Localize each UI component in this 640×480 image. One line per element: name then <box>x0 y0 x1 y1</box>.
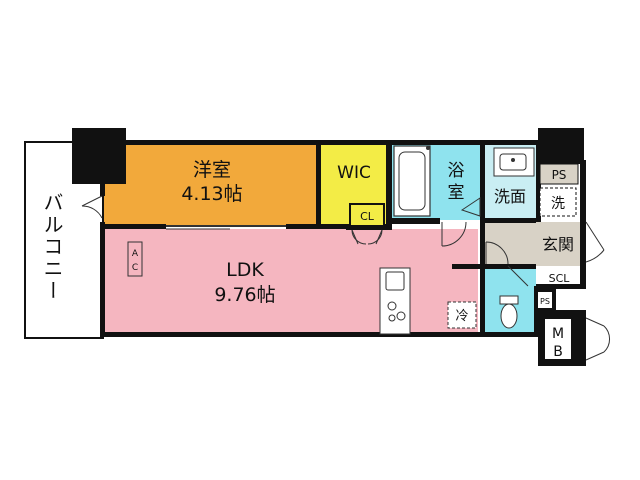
mb-label-2: B <box>553 344 563 360</box>
wall-pillar-right <box>538 128 584 164</box>
wall-bedroom-wic <box>316 140 321 228</box>
ac-unit <box>127 241 143 277</box>
genkan-label: 玄関 <box>542 235 574 254</box>
wall-bath-wash <box>480 140 485 222</box>
wall-bedroom-bottom <box>100 224 166 229</box>
ps-small-label: PS <box>540 297 550 306</box>
wall-genkan-right <box>580 160 586 286</box>
bath-label-2: 室 <box>448 183 465 203</box>
ac-label-1: A <box>132 249 139 259</box>
wall-bath-bottom <box>390 218 440 224</box>
cl-label: CL <box>360 210 375 223</box>
wall-genkan-bottom <box>452 264 536 269</box>
sink-icon <box>493 147 535 177</box>
stove-icon <box>379 267 411 335</box>
storage-area <box>538 266 580 288</box>
toilet-icon <box>499 295 519 329</box>
door-swing-icon <box>81 195 610 361</box>
washer-box <box>539 187 577 217</box>
wall-balcony-side-low <box>100 222 105 336</box>
cl-box <box>349 203 385 227</box>
washer-label: 洗 <box>551 196 565 212</box>
bedroom-name: 洋室 <box>193 159 231 181</box>
wic-label: WIC <box>337 163 371 183</box>
balcony-label: バルコニー <box>40 192 64 302</box>
washroom-label: 洗面 <box>494 187 526 206</box>
ps-top-box <box>539 163 579 185</box>
wall-balcony-side <box>100 140 105 196</box>
bedroom-size: 4.13帖 <box>181 183 242 205</box>
washroom-triangle-icon <box>460 197 481 217</box>
genkan-area <box>484 222 580 266</box>
kitchen-counter-line <box>452 264 486 269</box>
bedroom-area <box>104 144 318 226</box>
wall-genkan-left <box>480 222 485 270</box>
scl-label: SCL <box>549 272 571 285</box>
ldk-area <box>104 229 478 334</box>
wall-wash-bottom <box>480 218 536 223</box>
mb-label-1: M <box>552 326 564 342</box>
fridge-space <box>447 301 477 329</box>
ldk-name: LDK <box>226 259 264 281</box>
wall-wic-bath <box>386 140 392 230</box>
wall-bottom <box>100 332 538 337</box>
wall-toilet-left <box>480 266 485 336</box>
wall-wash-right <box>536 140 541 222</box>
ldk-size: 9.76帖 <box>214 284 275 306</box>
mb-box <box>543 317 573 361</box>
ac-label-2: C <box>132 263 138 273</box>
fridge-label: 冷 <box>455 309 468 324</box>
bath-label-1: 浴 <box>448 161 465 181</box>
wall-storage-bottom <box>536 284 586 289</box>
bathtub-icon <box>393 145 431 217</box>
ps-small-box <box>538 292 552 308</box>
wall-pillar-left <box>72 128 126 184</box>
ps-top-label: PS <box>552 168 567 182</box>
